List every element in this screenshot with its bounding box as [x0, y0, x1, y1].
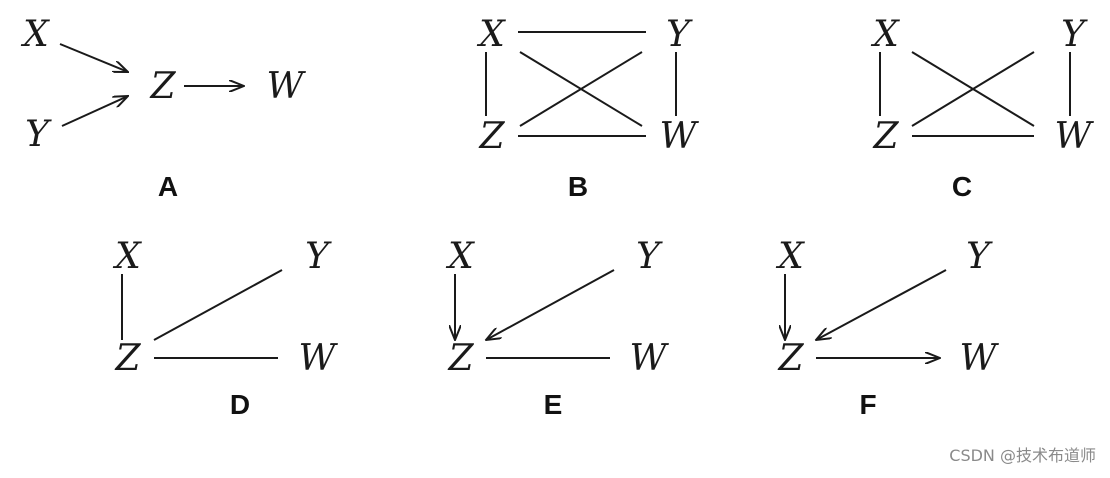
node-w: W	[1054, 116, 1094, 157]
node-y: Y	[636, 236, 663, 277]
node-w: W	[629, 338, 669, 379]
node-w: W	[959, 338, 999, 379]
panel-f: X Y Z W F	[775, 236, 999, 420]
panel-label: E	[544, 389, 563, 420]
edge-y-z	[153, 269, 283, 341]
arrow-x-z	[59, 43, 128, 72]
node-x: X	[20, 14, 50, 55]
edge-y-z	[911, 51, 1035, 127]
node-w: W	[298, 338, 338, 379]
node-z: Z	[872, 116, 899, 157]
node-z: Z	[149, 66, 176, 107]
panel-label: F	[859, 389, 876, 420]
node-y: Y	[25, 114, 52, 155]
arrow-y-z	[816, 269, 947, 340]
node-x: X	[775, 236, 805, 277]
panel-c: X Y Z W C	[870, 14, 1094, 202]
edge-y-z	[519, 51, 643, 127]
node-z: Z	[478, 116, 505, 157]
node-z: Z	[114, 338, 141, 379]
node-z: Z	[777, 338, 804, 379]
watermark-text: CSDN @技术布道师	[949, 446, 1096, 465]
panel-label: B	[568, 171, 588, 202]
node-z: Z	[447, 338, 474, 379]
node-x: X	[112, 236, 142, 277]
node-x: X	[445, 236, 475, 277]
node-x: X	[476, 14, 506, 55]
panel-e: X Y Z W E	[445, 236, 669, 420]
arrow-y-z	[61, 96, 128, 127]
panel-label: C	[952, 171, 972, 202]
panel-label: D	[230, 389, 250, 420]
node-y: Y	[305, 236, 332, 277]
panel-a: X Y Z W A	[20, 14, 306, 202]
node-y: Y	[666, 14, 693, 55]
panel-b: X Y Z W B	[476, 14, 699, 202]
panel-label: A	[158, 171, 178, 202]
node-x: X	[870, 14, 900, 55]
node-w: W	[659, 116, 699, 157]
node-w: W	[266, 66, 306, 107]
panel-d: X Y Z W D	[112, 236, 338, 420]
node-y: Y	[1061, 14, 1088, 55]
node-y: Y	[966, 236, 993, 277]
arrow-y-z	[486, 269, 615, 340]
